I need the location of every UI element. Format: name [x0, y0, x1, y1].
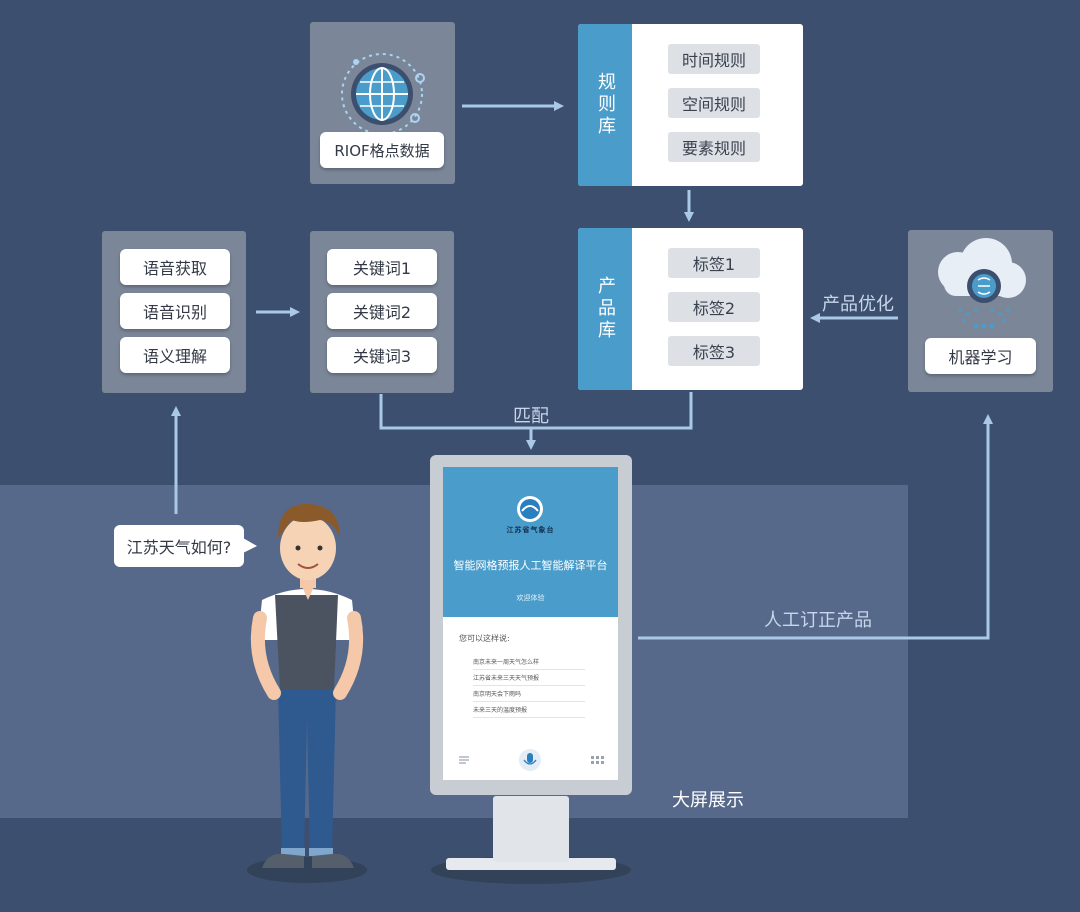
kiosk-toolbar: [459, 749, 604, 771]
optimize-label: 产品优化: [822, 294, 894, 315]
kiosk-welcome: 欢迎体验: [516, 594, 545, 602]
rule-tag-element: 要素规则: [668, 132, 760, 162]
voice-panel: 语音获取 语音识别 语义理解: [102, 231, 246, 393]
product-library-title-bar: 产品库: [578, 228, 632, 390]
keyword-panel: 关键词1 关键词2 关键词3: [310, 231, 454, 393]
match-bracket: [379, 392, 693, 430]
kiosk-header: 江苏省气象台 智能网格预报人工智能解译平台 欢迎体验: [443, 467, 618, 617]
keyboard-icon: [459, 756, 469, 764]
product-library: 产品库 标签1 标签2 标签3: [578, 228, 803, 390]
kiosk-example-1[interactable]: 南京未来一周天气怎么样: [473, 657, 585, 670]
kiosk-screen: 江苏省气象台 智能网格预报人工智能解译平台 欢迎体验 您可以这样说: 南京未来一…: [443, 467, 618, 780]
manual-correct-label: 人工订正产品: [764, 610, 872, 631]
kiosk-brand: 江苏省气象台: [506, 526, 555, 534]
product-library-title: 产品库: [595, 276, 616, 342]
kiosk-title: 智能网格预报人工智能解译平台: [453, 559, 608, 572]
kiosk-example-4[interactable]: 未来三天的温度预报: [473, 705, 585, 718]
product-tag-2: 标签2: [668, 292, 760, 322]
display-label: 大屏展示: [672, 790, 744, 811]
keyword-1[interactable]: 关键词1: [327, 249, 437, 285]
voice-step-recognize[interactable]: 语音识别: [120, 293, 230, 329]
product-tag-3: 标签3: [668, 336, 760, 366]
riof-panel: RIOF格点数据: [310, 22, 455, 184]
kiosk-example-2[interactable]: 江苏省未来三天天气预报: [473, 673, 585, 686]
voice-step-understand[interactable]: 语义理解: [120, 337, 230, 373]
menu-icon: [591, 756, 604, 764]
rule-tag-space: 空间规则: [668, 88, 760, 118]
product-tag-1: 标签1: [668, 248, 760, 278]
riof-data-button[interactable]: RIOF格点数据: [320, 132, 444, 168]
kiosk-example-3[interactable]: 南京明天会下雨吗: [473, 689, 585, 702]
keyword-2[interactable]: 关键词2: [327, 293, 437, 329]
rule-library: 规则库 时间规则 空间规则 要素规则: [578, 24, 803, 186]
kiosk-logo-icon: [517, 496, 543, 522]
arrow-kiosk-to-ml: [638, 414, 993, 640]
globe-icon: [341, 53, 425, 135]
cloud-brain-icon: [938, 238, 1026, 329]
keyword-3[interactable]: 关键词3: [327, 337, 437, 373]
machine-learning-button[interactable]: 机器学习: [925, 338, 1036, 374]
rule-library-title: 规则库: [595, 72, 616, 138]
rule-library-title-bar: 规则库: [578, 24, 632, 186]
ml-panel: 机器学习: [908, 230, 1053, 392]
kiosk-ask-prompt: 您可以这样说:: [459, 634, 510, 643]
rule-tag-time: 时间规则: [668, 44, 760, 74]
speech-bubble: 江苏天气如何?: [114, 525, 244, 567]
voice-step-acquire[interactable]: 语音获取: [120, 249, 230, 285]
match-label: 匹配: [513, 406, 549, 427]
